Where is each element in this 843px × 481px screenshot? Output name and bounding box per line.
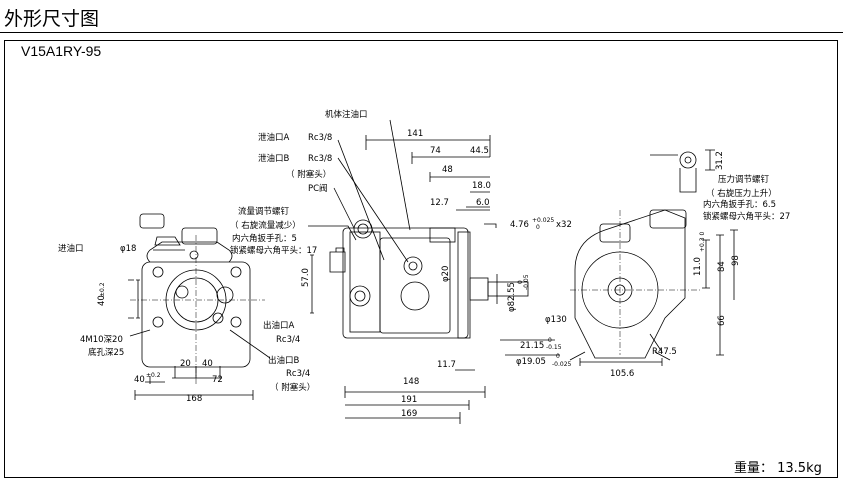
label-pressure-dir: （ 右旋压力上升） xyxy=(706,188,777,199)
label-outlet-b-spec: Rc3/4 xyxy=(286,369,310,379)
dim-phi82-tol-up: 0 xyxy=(517,280,524,284)
label-pressure-screw: 压力调节螺钉 xyxy=(718,174,770,185)
label-thread-4m10: 4M10深20 xyxy=(80,335,123,345)
drawing-frame xyxy=(4,40,838,478)
dim-12-7: 12.7 xyxy=(430,198,449,208)
label-flow-screw: 流量调节螺钉 xyxy=(238,206,290,217)
label-bottom-hole: 底孔深25 xyxy=(88,347,124,358)
label-drain-b: 泄油口B xyxy=(258,153,290,164)
dim-168: 168 xyxy=(186,394,202,404)
label-fill-port: 机体注油口 xyxy=(325,109,368,120)
dim-31-2: 31.2 xyxy=(715,151,725,170)
left-view xyxy=(128,213,271,400)
dim-18-0: 18.0 xyxy=(472,181,491,191)
dim-phi18: φ18 xyxy=(120,244,136,254)
dim-148: 148 xyxy=(403,377,419,387)
dim-phi20: φ20 xyxy=(441,266,451,282)
dim-191: 191 xyxy=(401,395,417,405)
dim-105-6: 105.6 xyxy=(610,369,634,379)
dim-key: 4.76 xyxy=(510,220,529,230)
dim-21-tol-up: 0 xyxy=(548,337,552,344)
dim-21-tol-lo: -0.15 xyxy=(546,344,562,351)
dim-66: 66 xyxy=(717,315,727,326)
dim-phi19-05: φ19.05 xyxy=(516,357,546,367)
label-lock-nut-17: 锁紧螺母六角平头：17 xyxy=(230,245,317,256)
dim-141: 141 xyxy=(407,129,423,139)
label-outlet-a-spec: Rc3/4 xyxy=(276,335,300,345)
label-outlet-a: 出油口A xyxy=(263,320,295,331)
dim-57: 57.0 xyxy=(301,268,311,287)
label-inlet: 进油口 xyxy=(58,243,84,254)
dim-40-side: 40 xyxy=(97,295,107,306)
dim-phi82-55: φ82.55 xyxy=(507,282,517,312)
dim-40-side-sup: ±0.2 xyxy=(99,282,106,297)
dim-key-tol-up: +0.025 xyxy=(532,217,554,224)
label-drain-b-spec: Rc3/8 xyxy=(308,154,332,164)
label-hex-wrench-6-5: 内六角扳手孔：6.5 xyxy=(703,199,776,210)
dim-phi19-tol-up: 0 xyxy=(556,353,560,360)
dim-72: 72 xyxy=(212,375,223,385)
label-lock-nut-27: 锁紧螺母六角平头：27 xyxy=(703,211,790,222)
dim-key-tol-lo: 0 xyxy=(536,224,540,231)
label-plug: （ 附塞头） xyxy=(286,169,331,180)
label-outlet-b: 出油口B xyxy=(268,355,300,366)
dim-40-b: 40 xyxy=(134,375,145,385)
dim-20: 20 xyxy=(180,359,191,369)
dim-r47-5: R47.5 xyxy=(652,347,677,357)
weight-label: 重量： 13.5kg xyxy=(734,461,822,476)
side-view xyxy=(308,119,560,424)
dim-11-0: 11.0 xyxy=(693,257,703,276)
dim-key-len: x32 xyxy=(556,220,572,230)
dim-21-15: 21.15 xyxy=(520,341,544,351)
dim-74: 74 xyxy=(430,146,441,156)
label-outlet-plug: （ 附塞头） xyxy=(270,382,315,393)
label-drain-a-spec: Rc3/8 xyxy=(308,133,332,143)
label-flow-screw-dir: （ 右旋流量减少） xyxy=(230,220,301,231)
dim-6-0: 6.0 xyxy=(476,198,490,208)
model-number: V15A1RY-95 xyxy=(21,43,102,59)
dim-48: 48 xyxy=(442,165,453,175)
dim-11-0-tol: +0.3 0 xyxy=(699,232,706,252)
dim-40-a: 40 xyxy=(202,359,213,369)
dim-40-b-sup: ±0.2 xyxy=(146,372,161,379)
label-pc-valve: PC阀 xyxy=(308,184,328,194)
dim-phi19-tol-lo: -0.025 xyxy=(552,361,572,368)
dim-phi82-tol-lo: -0.05 xyxy=(523,274,530,290)
label-drain-a: 泄油口A xyxy=(258,132,290,143)
title-underline xyxy=(0,32,843,33)
rear-view xyxy=(569,149,738,366)
dim-phi130: φ130 xyxy=(545,315,567,325)
dim-84: 84 xyxy=(717,261,727,272)
dim-98: 98 xyxy=(731,255,741,266)
page-title: 外形尺寸图 xyxy=(4,8,100,30)
dim-169: 169 xyxy=(401,409,417,419)
dim-11-7: 11.7 xyxy=(437,360,456,370)
label-hex-wrench-5: 内六角扳手孔：5 xyxy=(232,233,297,244)
dim-44-5: 44.5 xyxy=(470,146,489,156)
